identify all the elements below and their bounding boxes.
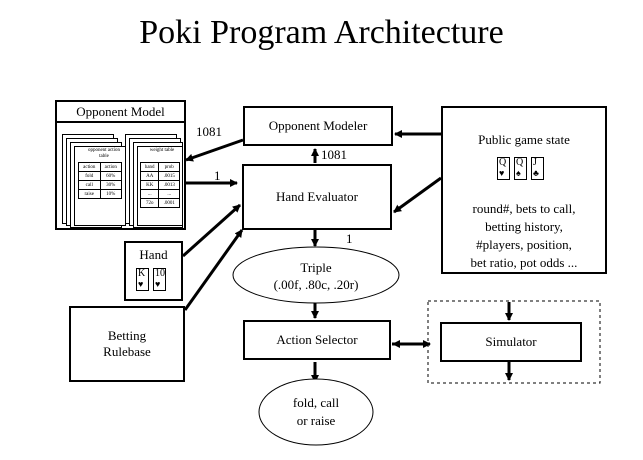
output-ellipse [258,378,374,446]
action-table-cell: 60% [99,171,122,181]
action-table-cell: fold [78,171,101,181]
weight-table-cell: .0015 [158,171,180,181]
action-table-cell: action [99,162,122,172]
hand-box: Hand K♥10♥ [124,241,183,301]
weight-table-cell: prob [158,162,180,172]
action-table-cell: raise [78,189,101,199]
opponent-model-title: Opponent Model [57,102,184,123]
weight-table-row: 72o.0001 [139,198,180,208]
betting-rulebase-line2: Rulebase [103,344,151,359]
card-suit-icon: ♥ [499,168,505,178]
public-game-state-title: Public game state [478,132,570,147]
hand-evaluator-box: Hand Evaluator [242,164,392,230]
card-rank: J [533,157,537,168]
weight-table-row: AA.0015 [139,171,180,181]
weight-table-cell: ... [158,189,180,199]
card-suit-icon: ♠ [516,168,521,178]
simulator-frame [427,300,601,384]
public-game-state-box: Public game state Q♥Q♠J♣ round#, bets to… [441,106,607,274]
opponent-model-box: Opponent Model opponent action table act… [55,100,186,230]
hand-card: K♥ [136,268,149,291]
public-game-state-details: round#, bets to call, betting history, #pl… [443,200,605,272]
action-table-cell: 30% [99,180,122,190]
edge-label-from-evaluator: 1 [346,231,353,246]
public-game-state-line: bet ratio, pot odds ... [470,255,578,270]
weight-table-cell: .0001 [158,198,180,208]
hand-title: Hand [139,247,168,262]
arrow-modeler-to-model [185,138,244,162]
weight-table-cell: .0013 [158,180,180,190]
output-line1: fold, call [292,395,340,410]
weight-table-cell: ... [139,189,160,199]
arrow-hand-to-evaluator [181,203,242,258]
simulator-box: Simulator [440,322,582,362]
weight-table-title: weight table [149,148,175,153]
weight-table-cell: KK [139,180,160,190]
edge-label-to-evaluator: 1 [214,168,221,183]
weight-table-cell: AA [139,171,160,181]
board-card: Q♥ [497,157,510,180]
betting-rulebase-line1: Betting [107,328,147,343]
card-rank: 10 [155,268,165,279]
board-card: Q♠ [514,157,527,180]
card-suit-icon: ♣ [533,168,539,178]
triple-line1: Triple [300,260,332,275]
triple-label: Triple (.00f, .80c, .20r) [236,258,396,294]
card-suit-icon: ♥ [138,279,144,289]
card-rank: K [138,268,146,279]
weight-table-row: KK.0013 [139,180,180,190]
betting-rulebase-box: Betting Rulebase [69,306,185,382]
opponent-modeler-box: Opponent Modeler [243,106,393,146]
weight-table-cell: hand [139,162,160,172]
hand-card: 10♥ [153,268,166,291]
public-game-state-line: betting history, [485,219,563,234]
action-table-cell: action [78,162,101,172]
card-rank: Q [516,157,524,168]
diagram-title: Poki Program Architecture [139,14,504,51]
public-game-state-line: round#, bets to call, [472,201,576,216]
action-selector-box: Action Selector [243,320,391,360]
hand-cards: K♥10♥ [136,268,176,294]
card-suit-icon: ♥ [155,279,161,289]
triple-ellipse [232,246,400,304]
card-rank: Q [499,157,507,168]
edge-label-to-model: 1081 [196,124,222,139]
arrow-rulebase-to-evaluator [183,229,244,311]
triple-line2: (.00f, .80c, .20r) [273,277,359,292]
board-cards: Q♥Q♠J♣ [497,157,557,183]
public-game-state-line: #players, position, [476,237,572,252]
edge-label-to-modeler: 1081 [321,147,347,162]
arrow-state-to-evaluator [393,176,442,214]
weight-table-row: ...... [139,189,180,199]
board-card: J♣ [531,157,544,180]
weight-table-cell: 72o [139,198,160,208]
action-table-cell: 10% [99,189,122,199]
output-label: fold, call or raise [262,393,370,431]
output-line2: or raise [296,413,336,428]
action-table-title: opponent action table [87,148,121,159]
action-table-cell: call [78,180,101,190]
